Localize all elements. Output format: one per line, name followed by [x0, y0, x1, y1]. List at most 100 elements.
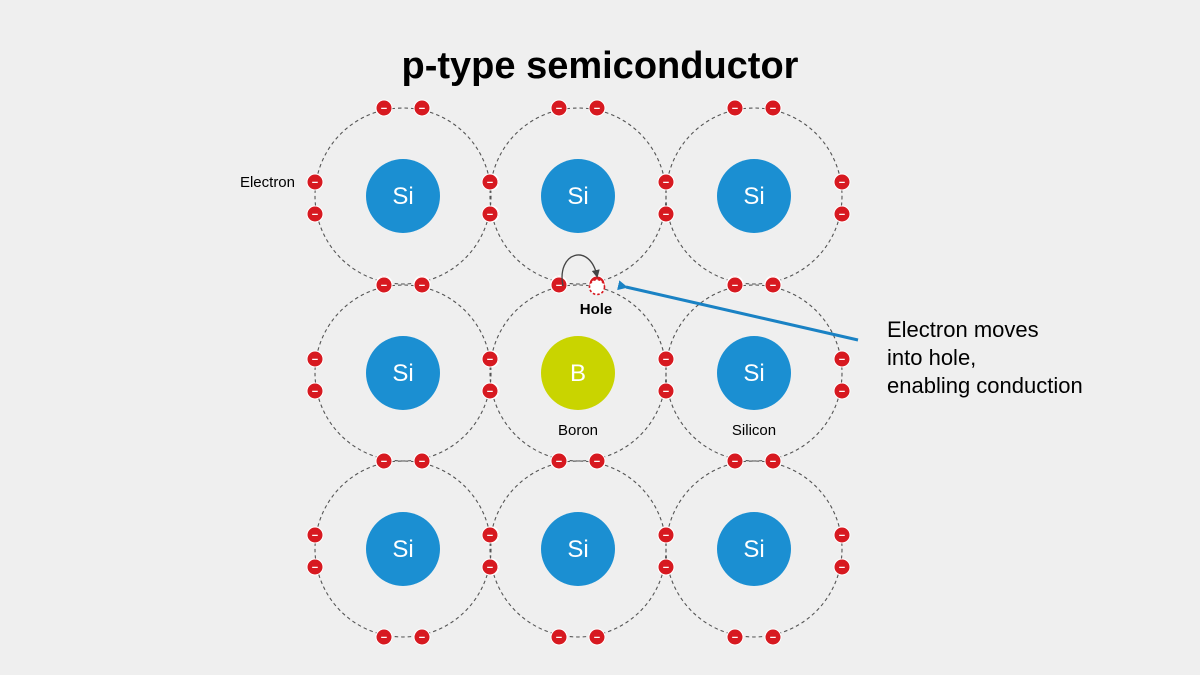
electron-minus-sign: −: [312, 562, 318, 574]
atom-symbol: Si: [392, 360, 413, 387]
electron-minus-sign: −: [419, 632, 425, 644]
electron-minus-sign: −: [663, 562, 669, 574]
electron-minus-sign: −: [312, 177, 318, 189]
atom-symbol: Si: [743, 536, 764, 563]
atom-symbol: Si: [567, 183, 588, 210]
electron-minus-sign: −: [770, 280, 776, 292]
hole-label: Hole: [580, 301, 613, 318]
electron-icon: [413, 99, 431, 117]
electron-icon: [375, 452, 393, 470]
electron-icon: [726, 99, 744, 117]
electron-minus-sign: −: [381, 103, 387, 115]
electron-icon: [588, 99, 606, 117]
electron-icon: [588, 452, 606, 470]
electron-minus-sign: −: [556, 280, 562, 292]
electron-icon: [306, 382, 324, 400]
electron-icon: [413, 276, 431, 294]
electron-minus-sign: −: [487, 354, 493, 366]
callout-line: into hole,: [887, 345, 976, 370]
electron-minus-sign: −: [732, 632, 738, 644]
valence-electrons: −−−−−−−−−−−−−−−−−−−−−−−−−−−−−−−−−−−−−−−−…: [306, 99, 851, 646]
electron-icon: [764, 276, 782, 294]
electron-minus-sign: −: [487, 386, 493, 398]
silicon-atom: [366, 512, 440, 586]
electron-icon: [481, 382, 499, 400]
electron-icon: [306, 558, 324, 576]
electron-icon: [764, 452, 782, 470]
electron-icon: [657, 173, 675, 191]
electron-minus-sign: −: [312, 354, 318, 366]
electron-minus-sign: −: [312, 386, 318, 398]
electron-icon: [375, 628, 393, 646]
electron-icon: [413, 628, 431, 646]
electron-icon: [764, 99, 782, 117]
electron-minus-sign: −: [556, 456, 562, 468]
electron-minus-sign: −: [487, 562, 493, 574]
electron-minus-sign: −: [663, 177, 669, 189]
electron-minus-sign: −: [594, 456, 600, 468]
electron-icon: [726, 452, 744, 470]
electron-icon: [481, 205, 499, 223]
electron-minus-sign: −: [556, 103, 562, 115]
orbit-ring: [314, 460, 492, 638]
hole-marker: Hole: [561, 254, 613, 318]
electron-minus-sign: −: [487, 177, 493, 189]
electron-icon: [306, 526, 324, 544]
electron-icon: [550, 628, 568, 646]
electron-minus-sign: −: [419, 280, 425, 292]
electron-minus-sign: −: [594, 632, 600, 644]
atom-symbol: B: [570, 360, 586, 387]
boron-label: Boron: [558, 422, 598, 439]
electron-minus-sign: −: [381, 456, 387, 468]
electron-label: Electron: [240, 174, 295, 191]
electron-minus-sign: −: [594, 103, 600, 115]
electron-minus-sign: −: [839, 354, 845, 366]
electron-icon: [657, 558, 675, 576]
orbit-ring: [665, 107, 843, 285]
silicon-label: Silicon: [732, 422, 776, 439]
electron-minus-sign: −: [839, 177, 845, 189]
electron-minus-sign: −: [663, 354, 669, 366]
electron-minus-sign: −: [312, 530, 318, 542]
electron-icon: [726, 276, 744, 294]
electron-icon: [833, 350, 851, 368]
silicon-atom: [717, 159, 791, 233]
electron-minus-sign: −: [312, 209, 318, 221]
electron-minus-sign: −: [663, 530, 669, 542]
electron-icon: [588, 628, 606, 646]
electron-icon: [306, 173, 324, 191]
orbit-ring: [665, 284, 843, 462]
silicon-atom: [541, 512, 615, 586]
electron-icon: [657, 526, 675, 544]
electron-minus-sign: −: [556, 632, 562, 644]
electron-icon: [657, 205, 675, 223]
atom-symbol: Si: [392, 183, 413, 210]
electron-icon: [833, 382, 851, 400]
callout-line: Electron moves: [887, 317, 1039, 342]
electron-minus-sign: −: [663, 386, 669, 398]
boron-atom: [541, 336, 615, 410]
atom-symbol: Si: [743, 183, 764, 210]
silicon-atom: [366, 336, 440, 410]
electron-icon: [550, 276, 568, 294]
silicon-atom: [717, 336, 791, 410]
callout-arrow: [617, 280, 859, 342]
electron-jump-arrow: [561, 254, 600, 287]
electron-minus-sign: −: [839, 530, 845, 542]
electron-icon: [306, 350, 324, 368]
electron-icon: [833, 558, 851, 576]
electron-icon: [726, 628, 744, 646]
electron-icon: [764, 628, 782, 646]
orbit-ring: [314, 284, 492, 462]
orbit-rings: [314, 107, 843, 638]
electron-icon: [833, 205, 851, 223]
callout-line: enabling conduction: [887, 373, 1083, 398]
electron-minus-sign: −: [732, 103, 738, 115]
electron-icon: [481, 558, 499, 576]
page-title: p-type semiconductor: [402, 45, 799, 87]
electron-minus-sign: −: [487, 209, 493, 221]
electron-minus-sign: −: [381, 280, 387, 292]
electron-icon: [657, 382, 675, 400]
atom-symbol: Si: [392, 536, 413, 563]
